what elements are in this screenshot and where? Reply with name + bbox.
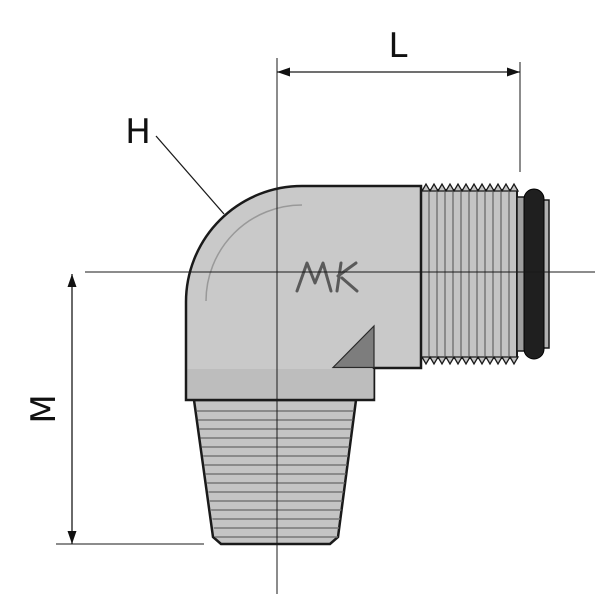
o-ring xyxy=(523,188,545,360)
bottom-thread-lines xyxy=(196,410,354,538)
leader-line-H xyxy=(155,135,225,215)
corner-fillet-arc xyxy=(205,204,303,302)
side-thread-lines xyxy=(428,192,510,356)
dimension-L: L xyxy=(277,26,521,172)
elbow-body-outline xyxy=(184,184,423,402)
dimension-label-L: L xyxy=(389,26,408,66)
body-lower-band xyxy=(187,369,374,399)
arrowhead-top xyxy=(67,274,77,287)
callout-H: H xyxy=(125,112,225,215)
arrowhead-left xyxy=(277,67,290,77)
elbow-body xyxy=(184,184,423,402)
bottom-port-silhouette xyxy=(192,398,358,546)
inner-corner-chamfer xyxy=(331,324,375,369)
bottom-port-thread xyxy=(192,398,358,546)
arrowhead-bottom xyxy=(67,531,77,544)
arrowhead-right xyxy=(507,67,520,77)
dimension-label-M: M xyxy=(24,394,64,423)
side-thread-crests-top xyxy=(420,182,520,193)
callout-label-H: H xyxy=(125,112,151,152)
dimension-M: M xyxy=(24,274,204,545)
side-thread-crests-bottom xyxy=(420,355,520,366)
side-port-thread xyxy=(420,182,550,366)
